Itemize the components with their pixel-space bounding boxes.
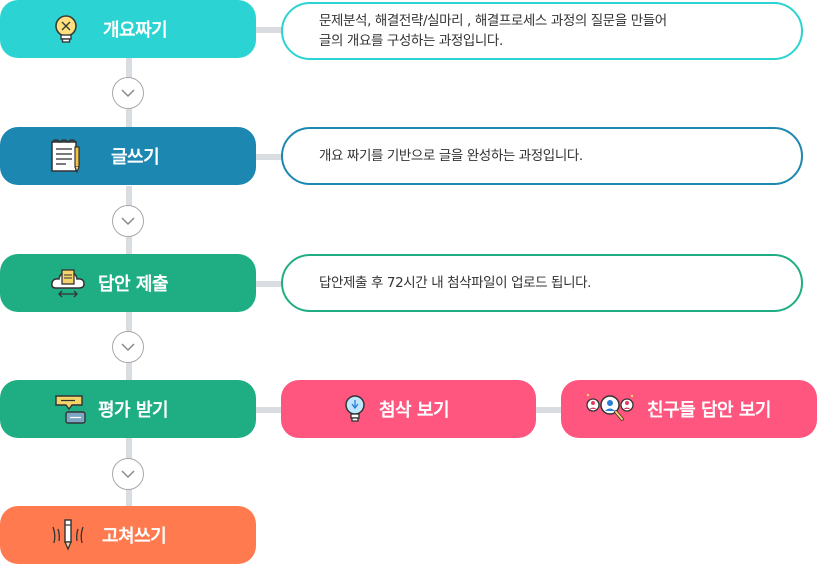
step-writing[interactable]: 글쓰기 [0,127,256,185]
pen-icon [50,517,86,553]
chevron-down-icon [112,77,144,109]
description-writing: 개요 짜기를 기반으로 글을 완성하는 과정입니다. [281,127,803,185]
description-outline: 문제분석, 해결전략/실마리 , 해결프로세스 과정의 질문을 만들어 글의 개… [281,2,803,60]
view-friends-answers-button[interactable]: 친구들 답안 보기 [561,380,817,438]
step-outline[interactable]: 개요짜기 [0,0,256,58]
feedback-chat-icon [53,392,87,426]
step-label: 답안 제출 [98,274,169,295]
document-icon [48,137,84,175]
chevron-down-icon [112,458,144,490]
pill-label: 첨삭 보기 [379,400,450,421]
lightbulb-icon [343,394,367,424]
connector-horizontal [536,407,562,413]
connector-horizontal [256,281,282,287]
description-submit: 답안제출 후 72시간 내 첨삭파일이 업로드 됩니다. [281,254,803,312]
connector-horizontal [256,27,282,33]
step-label: 평가 받기 [98,400,169,421]
step-label: 글쓰기 [111,147,160,168]
step-rewrite[interactable]: 고쳐쓰기 [0,506,256,564]
step-evaluation[interactable]: 평가 받기 [0,380,256,438]
lightbulb-icon [52,14,80,44]
chevron-down-icon [112,331,144,363]
step-label: 고쳐쓰기 [102,526,167,547]
connector-horizontal [256,154,282,160]
pill-label: 친구들 답안 보기 [647,400,771,421]
chevron-down-icon [112,205,144,237]
description-text: 개요 짜기를 기반으로 글을 완성하는 과정입니다. [319,147,583,164]
description-text: 답안제출 후 72시간 내 첨삭파일이 업로드 됩니다. [319,274,591,291]
step-label: 개요짜기 [103,20,168,41]
connector-horizontal [256,407,282,413]
view-correction-button[interactable]: 첨삭 보기 [281,380,536,438]
cloud-upload-icon [50,266,86,300]
people-search-icon [585,392,635,426]
step-submit[interactable]: 답안 제출 [0,254,256,312]
description-text: 문제분석, 해결전략/실마리 , 해결프로세스 과정의 질문을 만들어 글의 개… [319,12,667,49]
